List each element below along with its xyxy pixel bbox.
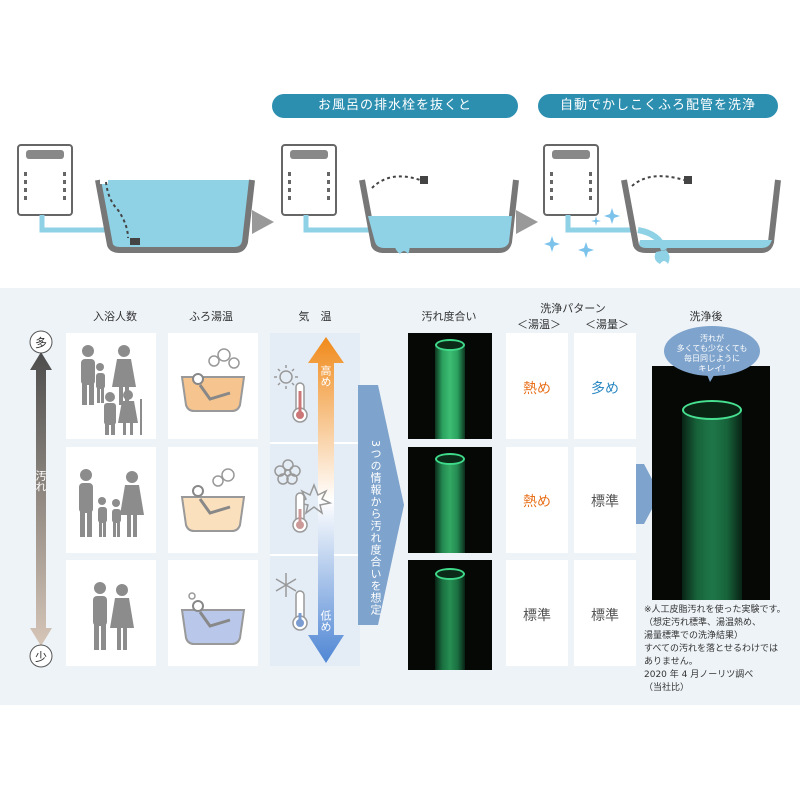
pattern-volume-card-2 (574, 447, 636, 553)
step2-label: 自動でかしこくふろ配管を洗浄 (538, 94, 778, 118)
scene-pipe-cleaning (543, 144, 781, 264)
temp-low-label: 低め (319, 610, 332, 632)
estimation-arrow-text: 3つの情報から汚れ度合いを想定 (369, 440, 382, 616)
people-card-medium (66, 447, 156, 553)
dirt-scale-top: 多 (34, 336, 47, 350)
pattern-1-temp: 熱め (523, 381, 551, 397)
pattern-2-temp: 熱め (523, 494, 551, 510)
dirt-photo-heavy (408, 333, 492, 439)
pattern-volume-card-1 (574, 333, 636, 439)
thermometer-cold-icon (292, 590, 308, 631)
family-four-icon (79, 469, 144, 537)
after-cleaning-photo (652, 366, 770, 600)
people-card-many (66, 333, 156, 439)
cool-bath-icon (180, 592, 246, 645)
warm-bath-icon (180, 468, 246, 532)
header-bath-temp: ふろ湯温 (189, 310, 233, 323)
bubble-line-4: キレイ! (698, 364, 726, 373)
bubble-line-2: 多くても少なくても (676, 344, 748, 353)
dirt-scale-bottom: 少 (34, 650, 47, 664)
experiment-footnote: ※人工皮脂汚れを使った実験です。 （想定汚れ標準、湯温熱め、 湯量標準での洗浄結… (644, 605, 786, 693)
step1-label: お風呂の排水栓を抜くと (272, 94, 518, 118)
header-dirt-level: 汚れ度合い (421, 310, 477, 323)
pattern-temp-card-1 (506, 333, 568, 439)
pattern-3-volume: 標準 (591, 608, 619, 624)
pattern-temp-card-2 (506, 447, 568, 553)
scene-full-bath (17, 144, 274, 253)
couple-icon (93, 582, 134, 650)
pattern-2-volume: 標準 (591, 494, 619, 510)
hot-bath-icon (180, 348, 246, 412)
flower-icon (274, 459, 301, 485)
sun-icon (274, 365, 298, 389)
header-pattern: 洗浄パターン (540, 302, 606, 315)
dirt-scale-arrow (29, 330, 53, 668)
dirt-photo-light (408, 560, 492, 670)
bath-temp-card-cool (168, 560, 258, 666)
header-after: 洗浄後 (689, 310, 723, 323)
pattern-volume-card-3 (574, 560, 636, 666)
pattern-1-volume: 多め (591, 381, 619, 397)
temp-high-label: 高め (319, 365, 332, 387)
header-pattern-temp: ＜湯温＞ (517, 318, 561, 331)
speech-bubble (664, 326, 760, 382)
scene-draining-bath (281, 144, 538, 254)
bath-temp-card-warm (168, 447, 258, 553)
dirt-scale-label: 汚れ (34, 470, 47, 492)
snowflake-icon (275, 573, 297, 597)
air-temp-scale (270, 337, 360, 663)
drain-sequence-illustration (17, 144, 781, 264)
header-pattern-volume: ＜湯量＞ (585, 318, 629, 331)
bubble-line-1: 汚れが (700, 334, 724, 343)
pattern-3-temp: 標準 (523, 608, 551, 624)
estimation-arrow (358, 385, 404, 625)
bath-temp-card-hot (168, 333, 258, 439)
air-temp-column (270, 333, 360, 666)
family-large-icon (81, 345, 142, 435)
header-air-temp: 気 温 (298, 310, 332, 323)
people-card-few (66, 560, 156, 666)
pattern-temp-card-3 (506, 560, 568, 666)
thermometer-hot-icon (292, 382, 308, 423)
dirt-photo-medium (408, 447, 492, 553)
result-arrow (636, 464, 660, 524)
thermometer-mid-icon (292, 492, 308, 533)
bubble-line-3: 毎日同じように (684, 354, 740, 363)
header-people: 入浴人数 (93, 310, 137, 323)
